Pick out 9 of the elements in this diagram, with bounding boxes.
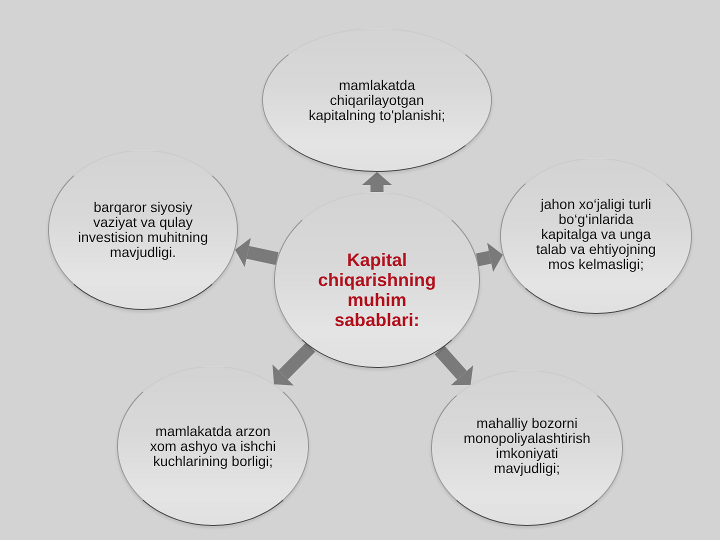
node-text: jahon xo‘jaligi turli bo‘g‘inlarida kapitalga va unga talab va ehtiyojning mos kelmasligi; xyxy=(535,196,657,272)
node-text: barqaror siyosiy vaziyat va qulay investision muhitning mavjudligi. xyxy=(77,200,209,260)
block-arrow xyxy=(234,238,278,268)
block-arrow xyxy=(476,242,504,272)
node-text: mamlakatda arzon xom ashyo va ishchi kuchlarining borligi; xyxy=(148,424,278,468)
block-arrow xyxy=(362,172,392,192)
heading-text: Kapital chiqarishning muhim sabablari: xyxy=(316,250,437,330)
node-text: mahalliy bozorni monopoliyalashtirish imkoniyati mavjudligi; xyxy=(462,416,592,476)
node-text: mamlakatda chiqarilayotgan kapitalning to'planishi; xyxy=(308,78,446,122)
